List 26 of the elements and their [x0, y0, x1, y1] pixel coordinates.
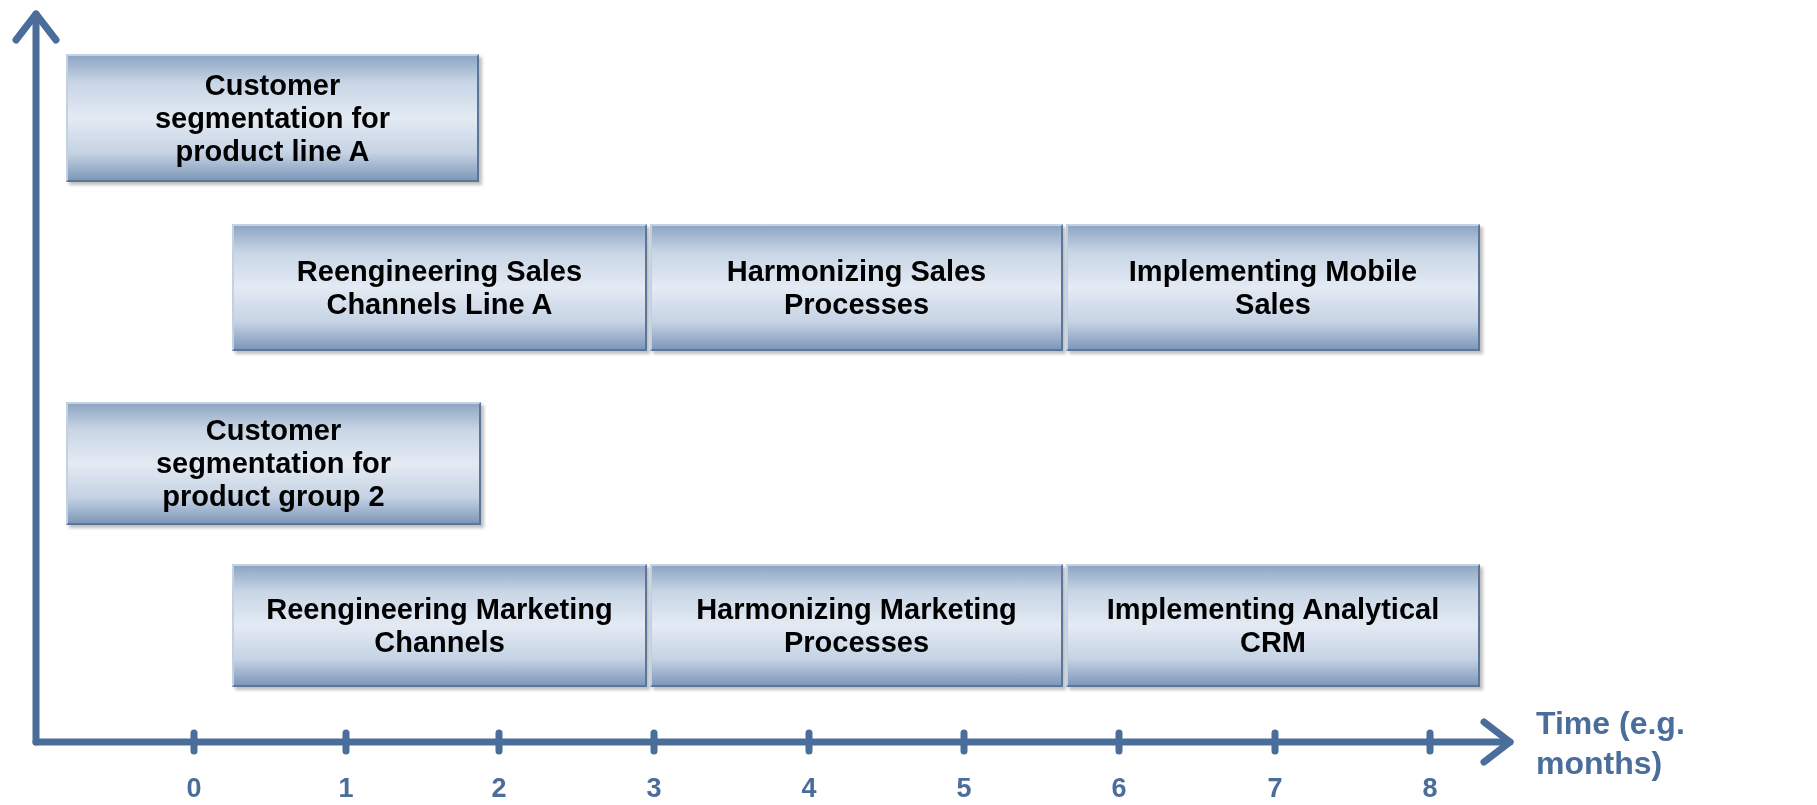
tick-label: 0 [185, 772, 203, 805]
task-bar [1066, 564, 1480, 687]
task-bar [650, 224, 1063, 351]
tick-label: 5 [955, 772, 973, 805]
task-label: Implementing Mobile Sales [1127, 254, 1419, 321]
task-bar [66, 402, 481, 525]
task-label: Harmonizing Sales Processes [725, 254, 988, 321]
task-label: Customer segmentation for product line A [153, 68, 392, 168]
task-bar [650, 564, 1063, 687]
tick-label: 3 [645, 772, 663, 805]
axis-title: Time (e.g. months) [1536, 704, 1686, 783]
task-bar [232, 564, 647, 687]
tick-label: 7 [1266, 772, 1284, 805]
task-bar [232, 224, 647, 351]
task-label: Customer segmentation for product group 2 [154, 414, 393, 513]
task-label: Reengineering Sales Channels Line A [295, 254, 584, 321]
task-label: Implementing Analytical CRM [1105, 592, 1441, 659]
task-label: Harmonizing Marketing Processes [695, 592, 1018, 659]
tick-label: 2 [490, 772, 508, 805]
task-bar [1066, 224, 1480, 351]
tick-label: 8 [1421, 772, 1439, 805]
tick-label: 1 [337, 772, 355, 805]
tick-label: 6 [1110, 772, 1128, 805]
task-label: Reengineering Marketing Channels [265, 592, 614, 659]
tick-label: 4 [800, 772, 818, 805]
task-bar [66, 54, 479, 182]
